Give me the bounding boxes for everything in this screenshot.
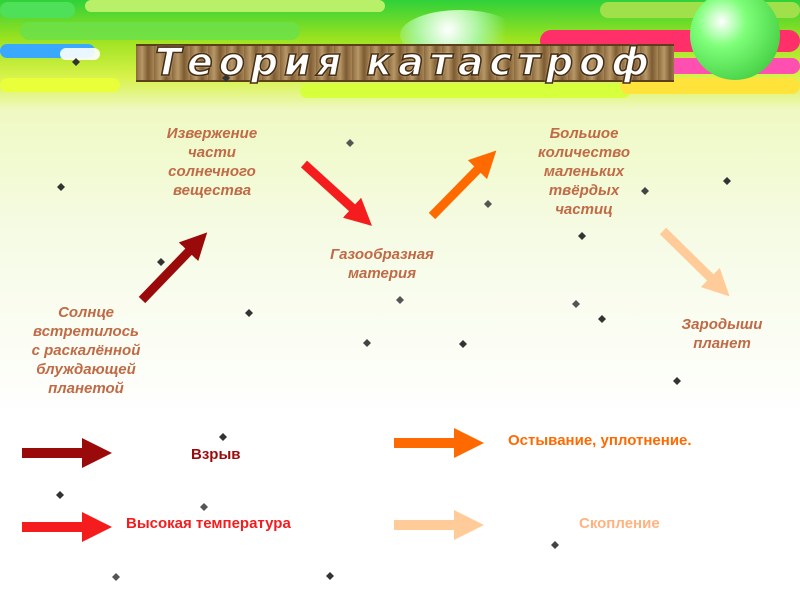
sparkle-icon — [723, 177, 731, 185]
node-line: планетой — [6, 379, 166, 398]
node-solid-particles: Большое количество маленьких твёрдых час… — [504, 124, 664, 219]
node-gaseous-matter: Газообразная материя — [300, 245, 464, 283]
legend-label-cooling: Остывание, уплотнение. — [508, 432, 692, 450]
sparkle-icon — [572, 300, 580, 308]
node-line: планет — [650, 334, 794, 353]
sparkle-icon — [346, 139, 354, 147]
node-line: частиц — [504, 200, 664, 219]
sparkle-icon — [396, 296, 404, 304]
sparkle-icon — [57, 183, 65, 191]
node-line: с раскалённой — [6, 341, 166, 360]
node-line: вещества — [132, 181, 292, 200]
node-line: маленьких — [504, 162, 664, 181]
node-line: твёрдых — [504, 181, 664, 200]
legend-label-accumulation: Скопление — [579, 515, 660, 533]
sparkle-icon — [326, 572, 334, 580]
sparkle-icon — [222, 74, 230, 82]
node-line: встретилось — [6, 322, 166, 341]
node-line: блуждающей — [6, 360, 166, 379]
sparkle-icon — [157, 258, 165, 266]
node-line: части — [132, 143, 292, 162]
node-line: Большое — [504, 124, 664, 143]
legend-label-explosion: Взрыв — [191, 446, 240, 464]
arrow-accumulation — [663, 231, 718, 285]
node-line: Солнце — [6, 303, 166, 322]
node-line: количество — [504, 143, 664, 162]
node-line: материя — [300, 264, 464, 283]
arrow-explosion — [142, 244, 196, 300]
node-line: Зародыши — [650, 315, 794, 334]
node-sun-meets-planet: Солнце встретилось с раскалённой блуждаю… — [6, 303, 166, 398]
node-eruption: Извержение части солнечного вещества — [132, 124, 292, 200]
arrow-cooling — [432, 162, 485, 216]
sparkle-icon — [219, 433, 227, 441]
sparkle-icon — [484, 200, 492, 208]
sparkle-icon — [598, 315, 606, 323]
sparkle-icon — [56, 491, 64, 499]
sparkle-icon — [551, 541, 559, 549]
sparkle-icon — [72, 58, 80, 66]
sparkle-icon — [673, 377, 681, 385]
arrow-high-temperature — [304, 164, 360, 215]
legend-label-high-temperature: Высокая температура — [126, 515, 291, 533]
sparkle-icon — [459, 340, 467, 348]
sparkle-icon — [641, 187, 649, 195]
sparkle-icon — [578, 232, 586, 240]
sparkle-icon — [200, 503, 208, 511]
node-planet-embryos: Зародыши планет — [650, 315, 794, 353]
node-line: Извержение — [132, 124, 292, 143]
sparkle-icon — [363, 339, 371, 347]
node-line: Газообразная — [300, 245, 464, 264]
node-line: солнечного — [132, 162, 292, 181]
sparkle-icon — [245, 309, 253, 317]
sparkle-icon — [112, 573, 120, 581]
